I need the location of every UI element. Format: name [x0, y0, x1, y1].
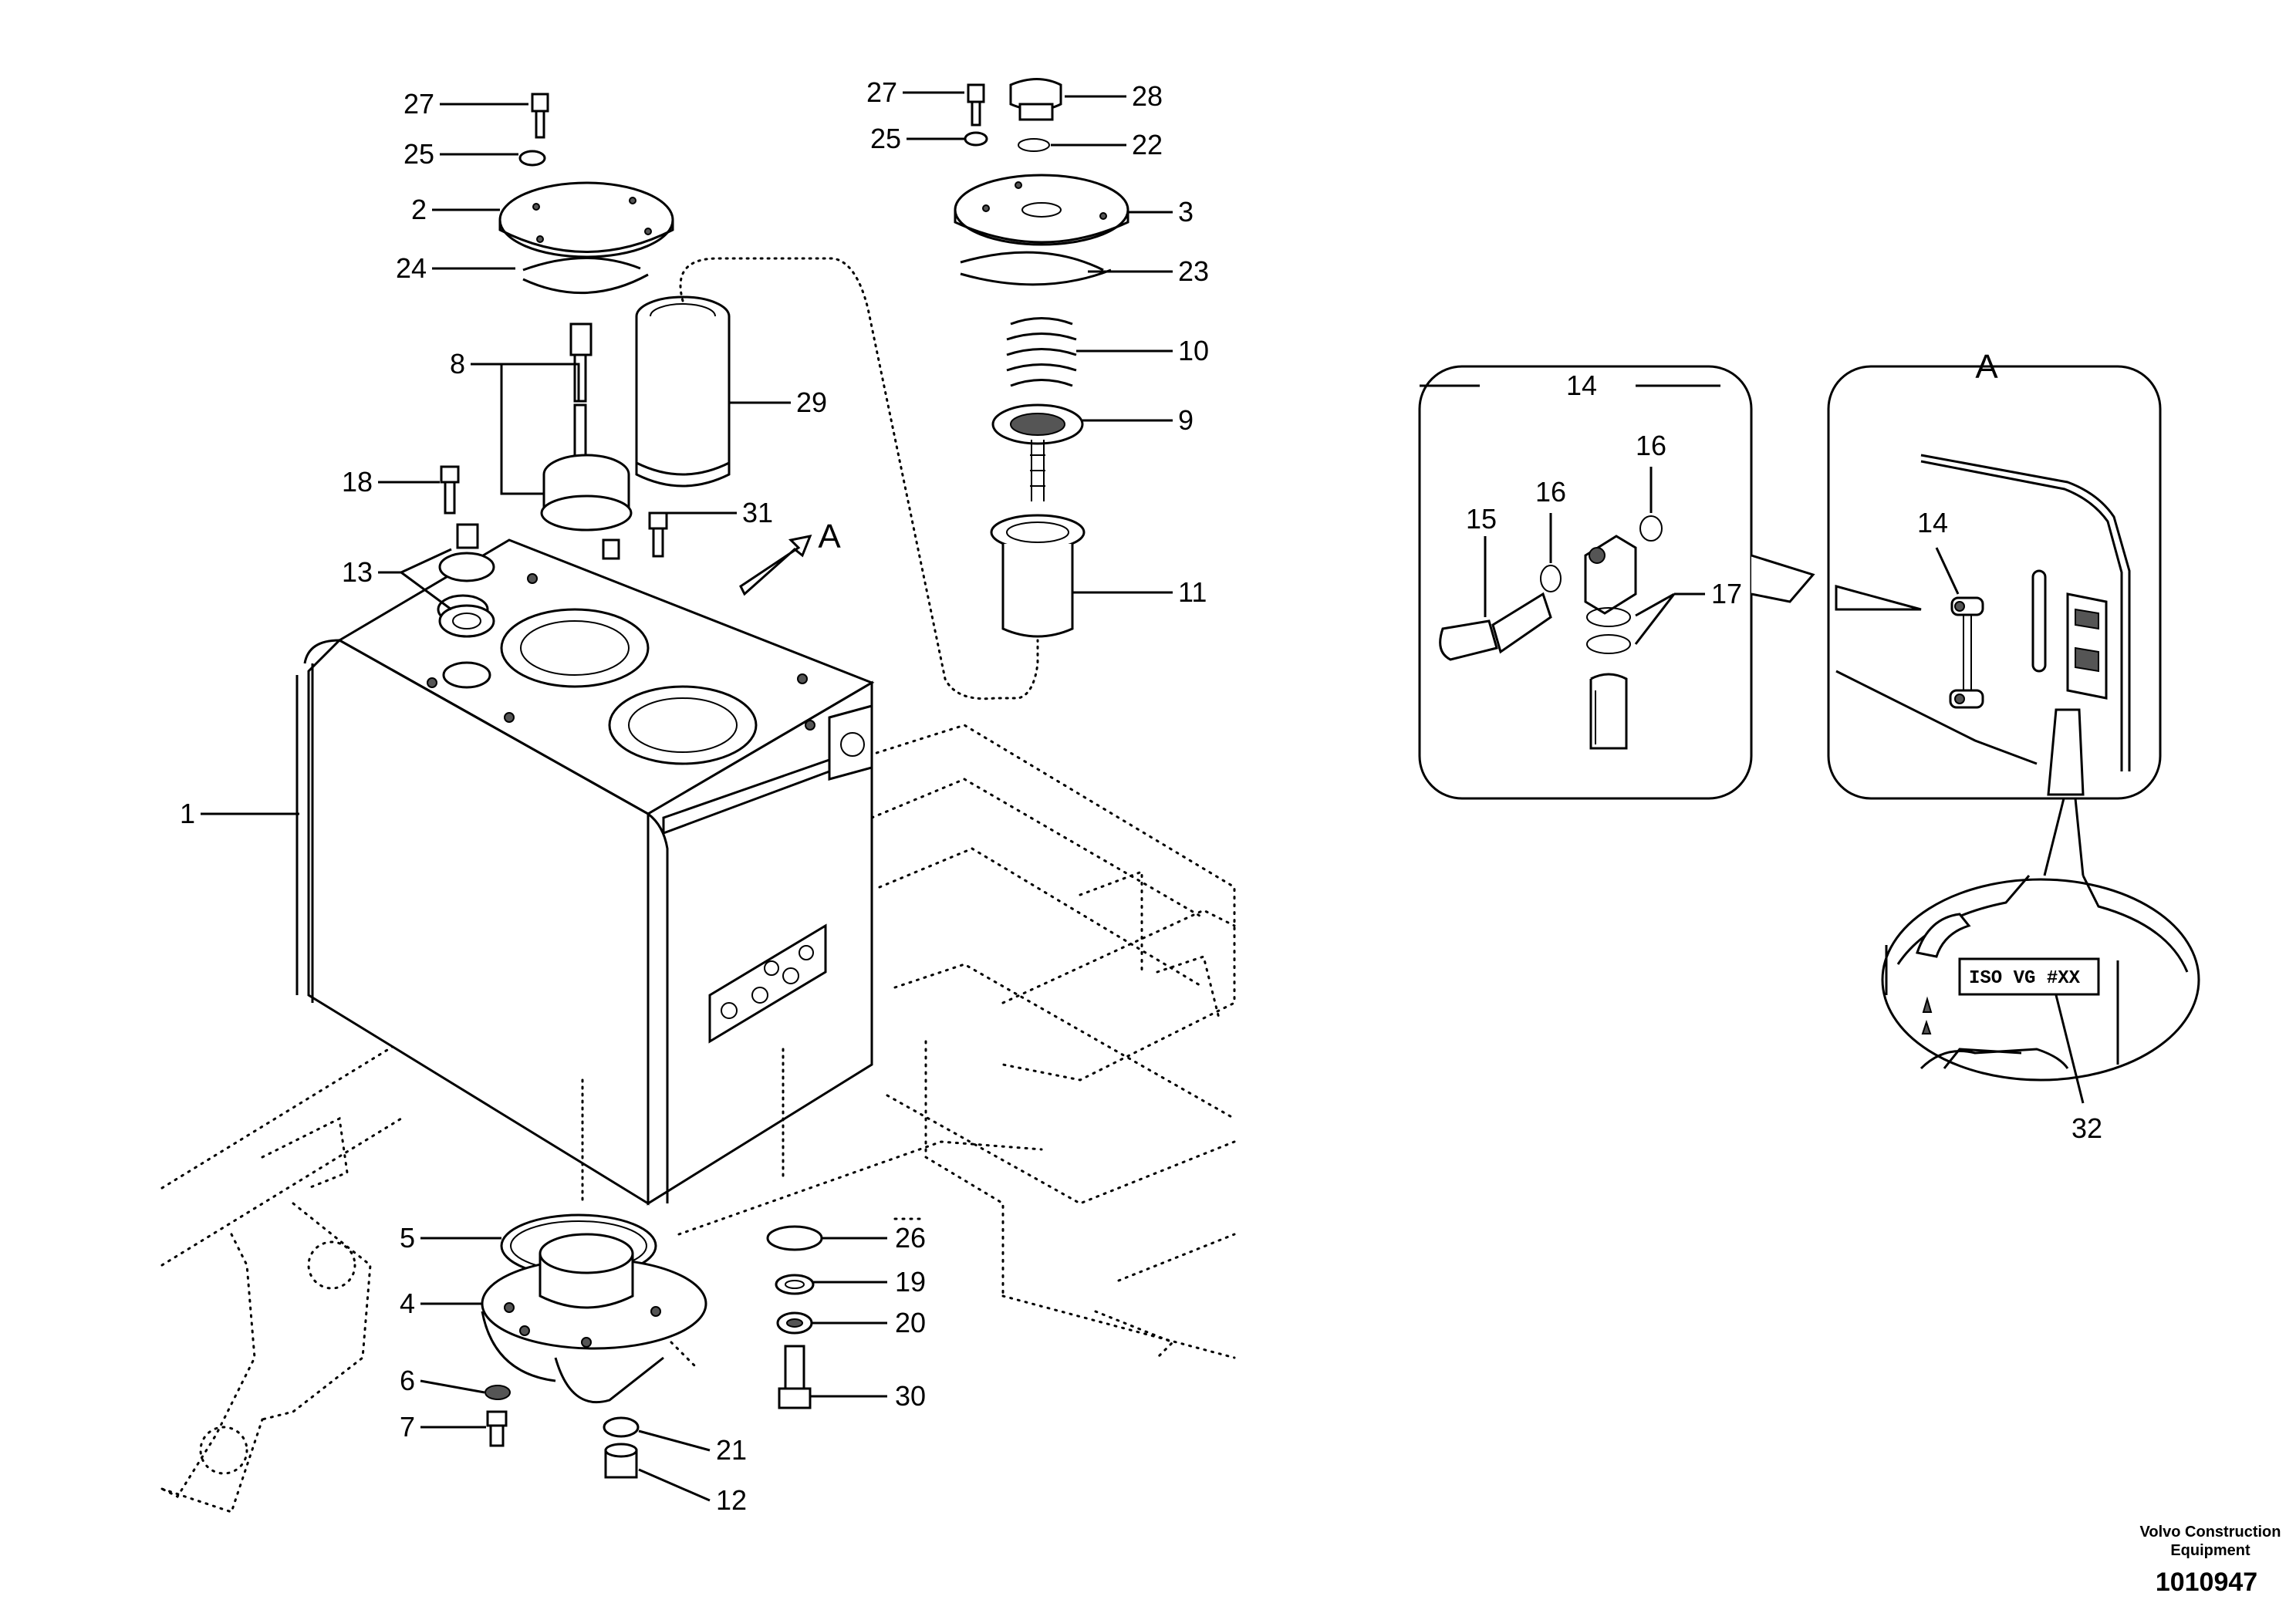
callout-1: 1 — [180, 798, 195, 829]
callout-26: 26 — [895, 1222, 926, 1254]
callout-23: 23 — [1178, 255, 1209, 287]
callout-19: 19 — [895, 1266, 926, 1298]
callout-28: 28 — [1132, 80, 1163, 112]
detail-A-title: A — [1975, 348, 1998, 386]
callout-31: 31 — [742, 497, 773, 528]
callout-25-right: 25 — [870, 123, 901, 154]
callout-29: 29 — [796, 386, 827, 418]
callout-12: 12 — [716, 1484, 747, 1516]
cover-3-assembly — [954, 78, 1129, 638]
magnified-plate-view — [1881, 875, 2200, 1082]
callout-24: 24 — [396, 252, 427, 284]
title-block: Volvo Construction Equipment 1010947 — [2140, 1524, 2281, 1597]
callout-25-left: 25 — [403, 138, 434, 170]
callout-labels: 27 25 2 24 8 18 13 1 29 31 A 27 28 25 22… — [180, 76, 2102, 1516]
callout-7: 7 — [400, 1411, 415, 1443]
callout-9: 9 — [1178, 404, 1194, 436]
callout-21: 21 — [716, 1434, 747, 1466]
callout-11: 11 — [1178, 576, 1207, 608]
callout-6: 6 — [400, 1365, 415, 1396]
callout-13: 13 — [342, 556, 373, 588]
detail-14-title: 14 — [1566, 370, 1597, 401]
callout-27-right: 27 — [866, 76, 897, 108]
detail-view-A — [1827, 365, 2162, 876]
callout-16-right: 16 — [1636, 430, 1666, 461]
callout-17: 17 — [1711, 578, 1742, 609]
callout-30: 30 — [895, 1380, 926, 1412]
filter-29 — [602, 295, 731, 560]
callout-4: 4 — [400, 1288, 415, 1319]
callout-8: 8 — [450, 348, 465, 380]
callout-27-left: 27 — [403, 88, 434, 120]
brand-line-1: Volvo Construction — [2140, 1524, 2281, 1541]
callout-10: 10 — [1178, 335, 1209, 366]
machine-frame-outline — [160, 724, 1236, 1514]
callout-2: 2 — [411, 194, 427, 225]
detail-view-14 — [1418, 365, 1815, 800]
callout-15: 15 — [1466, 503, 1497, 535]
callout-32: 32 — [2071, 1112, 2102, 1144]
callout-14-in-A: 14 — [1917, 507, 1948, 538]
view-arrow-A-label: A — [818, 518, 841, 555]
brand-line-2: Equipment — [2170, 1542, 2250, 1559]
suction-assembly — [481, 1213, 823, 1479]
hydraulic-tank — [295, 538, 875, 1206]
cover-2-assembly — [438, 93, 674, 638]
callout-18: 18 — [342, 466, 373, 498]
oil-grade-plate-text: ISO VG #XX — [1969, 968, 2081, 989]
callout-5: 5 — [400, 1222, 415, 1254]
callout-20: 20 — [895, 1307, 926, 1338]
callout-3: 3 — [1178, 196, 1194, 228]
leader-lines — [201, 91, 2085, 1502]
callout-16-left: 16 — [1535, 476, 1566, 508]
callout-22: 22 — [1132, 129, 1163, 160]
drawing-number: 1010947 — [2156, 1568, 2257, 1597]
